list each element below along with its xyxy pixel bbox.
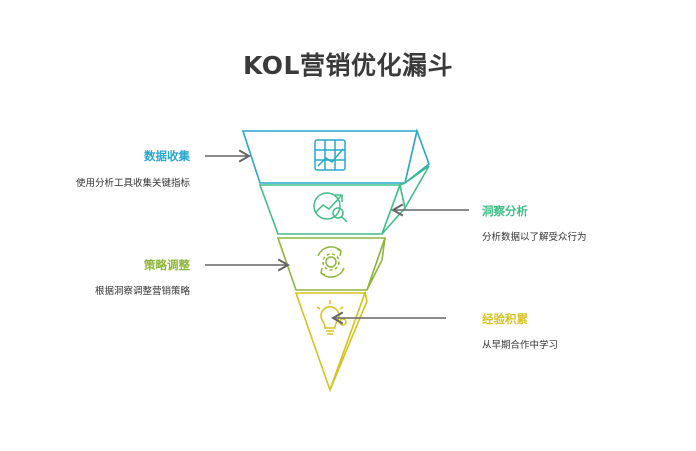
gear-cycle-icon: [317, 246, 345, 278]
stage-desc-experience: 从早期合作中学习: [482, 340, 559, 351]
stage-desc-insight-analysis: 分析数据以了解受众行为: [482, 232, 587, 243]
growth-search-icon: [313, 192, 348, 223]
chart-icon: [314, 139, 346, 171]
page-title: KOL营销优化漏斗: [243, 51, 453, 80]
funnel-layer-4: [294, 290, 368, 393]
stage-title-strategy-adjustment: 策略调整: [144, 258, 190, 272]
stage-desc-data-collection: 使用分析工具收集关键指标: [75, 178, 190, 189]
stage-title-experience: 经验积累: [482, 312, 528, 326]
funnel-layer-3: [276, 237, 387, 291]
stage-title-insight-analysis: 洞察分析: [482, 204, 528, 218]
stage-title-data-collection: 数据收集: [144, 149, 190, 163]
stage-desc-strategy-adjustment: 根据洞察调整营销策略: [94, 286, 190, 297]
